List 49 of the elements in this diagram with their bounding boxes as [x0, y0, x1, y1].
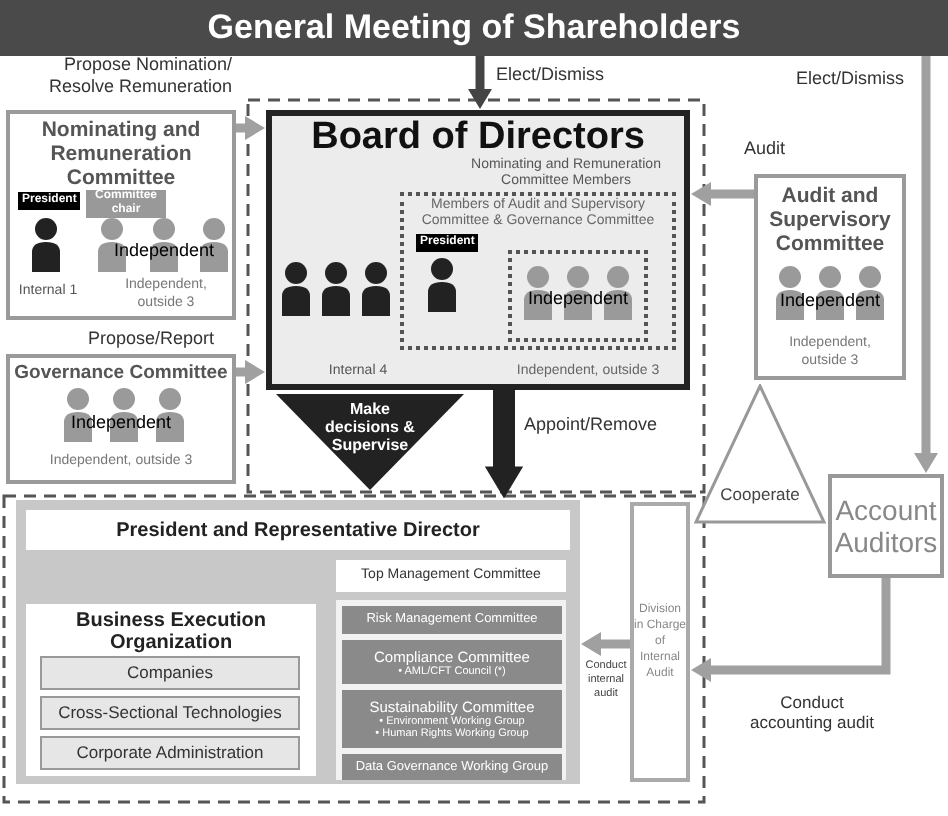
unit-box	[40, 656, 300, 690]
arrow	[484, 390, 524, 499]
arrow	[691, 578, 891, 682]
committee-panel	[6, 354, 236, 484]
committee-panel	[754, 174, 906, 380]
auditor-box	[828, 474, 944, 578]
board-panel	[266, 110, 690, 390]
board-title: Board of Directors	[309, 116, 645, 158]
unit-box	[40, 696, 300, 730]
committee-panel	[6, 110, 236, 320]
edge-label: Propose/Report	[88, 326, 215, 352]
committee-bar	[342, 754, 562, 780]
heading-banner	[0, 0, 948, 56]
edge-label: Audit	[744, 136, 786, 162]
arrow	[691, 182, 754, 206]
committee-title: Nominating and Remuneration Committee	[39, 118, 203, 190]
committee-bar	[336, 560, 566, 592]
bar-title: President and Representative Director	[114, 517, 482, 545]
arrow	[914, 56, 938, 473]
committee-bar	[342, 690, 562, 748]
dotted-group-box	[508, 250, 648, 342]
committee-title: Audit and Supervisory Committee	[767, 184, 893, 256]
audit-division-box	[630, 502, 690, 782]
unit-label: Corporate Administration	[74, 740, 266, 767]
committee-title: Governance Committee	[12, 362, 230, 384]
execution-panel	[16, 500, 580, 784]
unit-box	[40, 736, 300, 770]
dotted-group-box	[400, 192, 676, 350]
organization-title: Business Execution Organization	[73, 610, 269, 654]
committee-bar	[342, 606, 562, 634]
committee-bar	[342, 640, 562, 684]
arrow	[236, 116, 265, 140]
arrow	[581, 632, 630, 656]
independent-label: Independent	[525, 286, 631, 312]
edge-label: Appoint/Remove	[524, 412, 658, 438]
edge-label: Propose Nomination/ Resolve Remuneration	[46, 54, 232, 98]
edge-label: Elect/Dismiss	[496, 62, 605, 88]
arrow	[468, 56, 492, 109]
unit-label: Companies	[125, 660, 215, 687]
title-bar	[26, 510, 570, 550]
unit-label: Cross-Sectional Technologies	[56, 700, 284, 727]
triangle-label: Make decisions & Supervise	[323, 400, 417, 454]
edge-label: Elect/Dismiss	[796, 66, 905, 92]
edge-label: Conduct accounting audit	[748, 692, 876, 732]
arrow	[236, 360, 265, 384]
organization-panel	[26, 604, 316, 776]
triangle-label: Cooperate	[718, 482, 802, 508]
auditor-label: Account Auditors	[832, 492, 940, 562]
heading: General Meeting of Shareholders	[205, 6, 743, 51]
